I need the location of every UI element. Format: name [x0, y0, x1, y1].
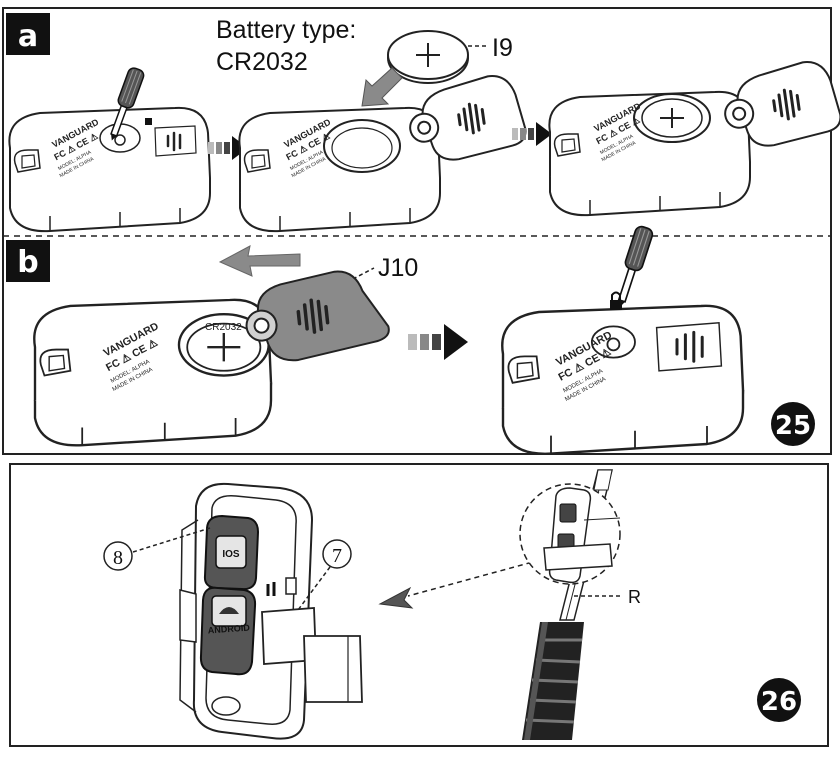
row-b-label: b — [17, 245, 38, 280]
android-button-label: ANDROID — [207, 623, 250, 636]
panel-26-frame — [9, 463, 829, 747]
panel-25: a Battery type: CR2032 I9 — [2, 7, 840, 455]
callout-7: 7 — [297, 539, 352, 611]
screwdriver-icon — [610, 224, 655, 311]
battery-type-label: Battery type: — [216, 16, 356, 44]
device-mounted: IOS ANDROID — [179, 482, 363, 740]
panel-25-frame — [2, 7, 832, 455]
coin-battery-icon — [387, 30, 469, 84]
row-b-tag: b — [6, 240, 50, 282]
row-a-label: a — [18, 19, 38, 54]
ios-button-label: IOS — [222, 549, 240, 560]
row-a-tag: a — [6, 13, 50, 55]
ios-button: IOS — [203, 514, 260, 591]
figure-number-25: 25 — [771, 402, 815, 446]
figure-number-25-label: 25 — [775, 411, 811, 441]
figure-number-26: 26 — [757, 678, 801, 722]
device-a3 — [548, 90, 751, 217]
detail-leader — [407, 559, 541, 597]
direction-arrow-icon — [408, 324, 468, 360]
lock-icon — [610, 291, 622, 310]
callout-i9: I9 — [492, 34, 513, 62]
panel-26: IOS ANDROID 8 — [9, 463, 829, 747]
battery-cover-j10 — [245, 270, 390, 362]
callout-8: 8 — [103, 527, 211, 571]
coin-cell-label: CR2032 — [205, 322, 242, 333]
direction-arrow-icon — [512, 122, 552, 146]
device-b2 — [501, 304, 745, 455]
callout-r: R — [628, 587, 641, 607]
callout-7-label: 7 — [332, 545, 342, 567]
detail-device — [543, 487, 621, 584]
direction-arrow-icon — [378, 586, 414, 609]
slide-arrow-icon — [218, 245, 301, 277]
callout-j10: J10 — [378, 254, 418, 282]
device-a2 — [238, 106, 441, 233]
insert-arrow-icon — [361, 67, 403, 107]
device-a1 — [8, 106, 211, 233]
figure-number-26-label: 26 — [761, 687, 797, 717]
battery-model-label: CR2032 — [216, 48, 308, 76]
callout-8-label: 8 — [113, 547, 123, 569]
android-button: ANDROID — [199, 586, 257, 676]
